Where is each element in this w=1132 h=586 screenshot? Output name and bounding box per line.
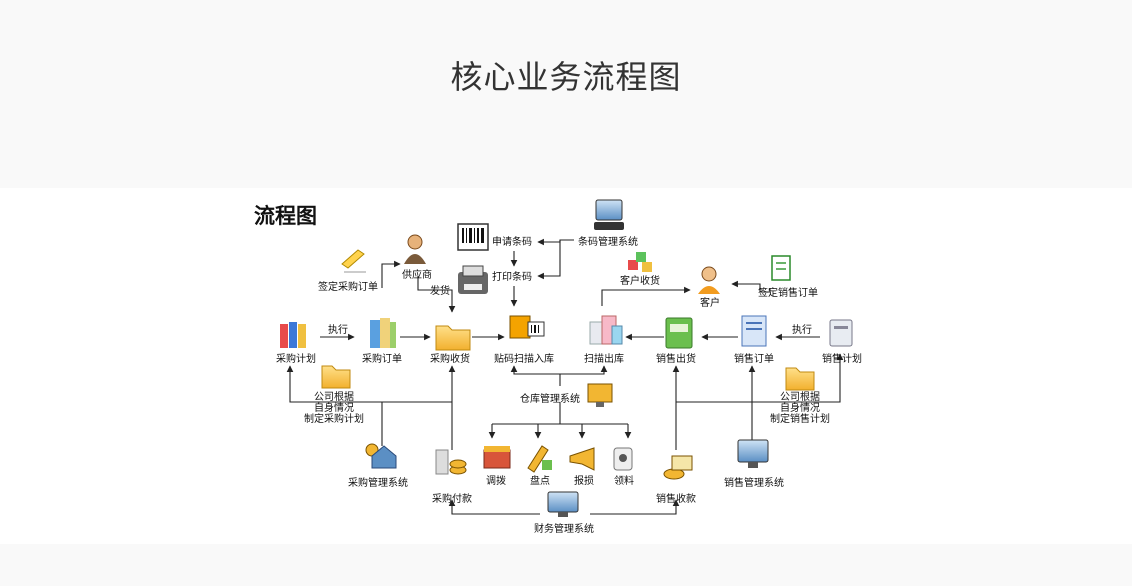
conn-barcode-to-apply (537, 238, 574, 246)
warehouse-monitor-icon (587, 383, 613, 407)
label-inventory: 盘点 (530, 474, 550, 487)
label-purchase-system: 采购管理系统 (348, 476, 408, 489)
conn-basis-left (286, 365, 344, 403)
barcode-icon (457, 223, 489, 251)
conn-basis-right (790, 353, 844, 403)
finance-monitor-icon (547, 491, 579, 517)
flow-diagram: 申请条码 条码管理系统 打印条码 供应商 发货 签定采购订单 客户收货 客户 签… (276, 199, 862, 535)
label-basis-right-3: 制定销售计划 (770, 412, 830, 425)
label-basis-left-2: 自身情况 (314, 401, 354, 414)
conn-barcode-vertical (537, 240, 561, 280)
label-scan-in: 贴码扫描入库 (494, 352, 554, 365)
label-sales-collection: 销售收款 (656, 492, 696, 505)
boxes-icon (589, 315, 623, 345)
label-purchase-receive: 采购收货 (430, 352, 470, 365)
megaphone-icon (569, 447, 595, 471)
page-title: 核心业务流程图 (450, 58, 682, 96)
server-icon (829, 319, 853, 347)
label-sales-plan: 销售计划 (822, 352, 862, 365)
conn-finance-right (590, 499, 680, 515)
pen-icon (341, 249, 366, 273)
label-exec-left: 执行 (328, 323, 348, 336)
conn-finance-left (448, 499, 540, 515)
label-supplier: 供应商 (402, 268, 432, 281)
labels: 申请条码 条码管理系统 打印条码 供应商 发货 签定采购订单 客户收货 客户 签… (276, 235, 862, 535)
cash-icon (663, 455, 693, 480)
conn-sign-po (381, 260, 401, 288)
conn-sign-so (731, 280, 771, 293)
supplier-person-icon (404, 234, 426, 264)
customer-person-icon (698, 266, 720, 294)
label-sales-order: 销售订单 (734, 352, 774, 365)
sales-order-icon (741, 315, 767, 347)
transfer-icon (483, 446, 511, 469)
label-sales-system: 销售管理系统 (724, 476, 784, 489)
conn-warehouse-up (510, 365, 561, 386)
label-finance-system: 财务管理系统 (534, 522, 594, 535)
label-basis-left-3: 制定采购计划 (304, 412, 364, 425)
label-report-loss: 报损 (574, 474, 594, 487)
printer-icon (458, 265, 488, 294)
conn-warehouse-up-right (560, 365, 608, 375)
label-requisition: 领料 (614, 474, 634, 487)
label-ship: 发货 (430, 284, 450, 297)
binders-icon (280, 322, 306, 348)
label-customer-receive: 客户收货 (620, 274, 660, 287)
folder-icon (435, 325, 471, 351)
basis-folder-left-icon (321, 365, 351, 389)
label-transfer: 调拨 (486, 474, 506, 487)
house-icon (365, 443, 397, 469)
label-basis-right-2: 自身情况 (780, 401, 820, 414)
label-scan-out: 扫描出库 (584, 352, 624, 365)
label-basis-left-1: 公司根据 (314, 390, 354, 403)
scanner-icon (509, 315, 545, 339)
connectors (286, 238, 844, 515)
basis-folder-right-icon (785, 367, 815, 391)
sales-monitor-icon (737, 439, 769, 468)
diagram-panel: 流程图 (0, 188, 1132, 544)
label-basis-right-1: 公司根据 (780, 390, 820, 403)
books-icon (370, 318, 396, 348)
conn-supplier-ship (417, 276, 456, 313)
label-purchase-payment: 采购付款 (432, 492, 472, 505)
requisition-icon (613, 447, 633, 471)
label-barcode-system: 条码管理系统 (578, 235, 638, 248)
label-sign-po: 签定采购订单 (318, 280, 378, 293)
computer-icon (594, 199, 624, 230)
document-icon (771, 255, 791, 281)
cabinet-icon (665, 317, 693, 349)
diagram-heading: 流程图 (254, 204, 317, 228)
label-purchase-plan: 采购计划 (276, 352, 316, 365)
label-sales-out: 销售出货 (656, 352, 696, 365)
blocks-icon (628, 252, 652, 272)
label-exec-right: 执行 (792, 323, 812, 336)
label-apply-barcode: 申请条码 (492, 235, 532, 248)
label-print-barcode: 打印条码 (492, 270, 532, 283)
coins-icon (435, 449, 467, 475)
label-sign-so: 签定销售订单 (758, 286, 818, 299)
inventory-icon (527, 445, 552, 473)
conn-scanout-to-customer (601, 286, 691, 306)
label-warehouse-system: 仓库管理系统 (520, 392, 580, 405)
label-customer: 客户 (700, 296, 720, 309)
label-purchase-order: 采购订单 (362, 352, 402, 365)
